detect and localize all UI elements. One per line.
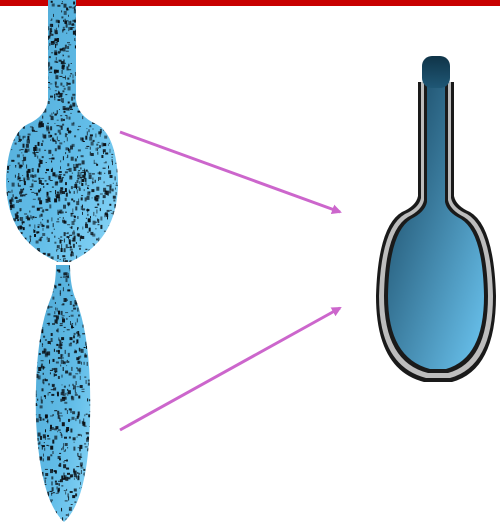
upper-arrow — [120, 132, 340, 212]
round-bottom-flask-icon — [376, 56, 496, 382]
speckled-round-flask-icon — [4, 0, 123, 265]
speckled-elongated-tube-icon — [34, 265, 95, 524]
lower-arrow — [120, 308, 340, 430]
